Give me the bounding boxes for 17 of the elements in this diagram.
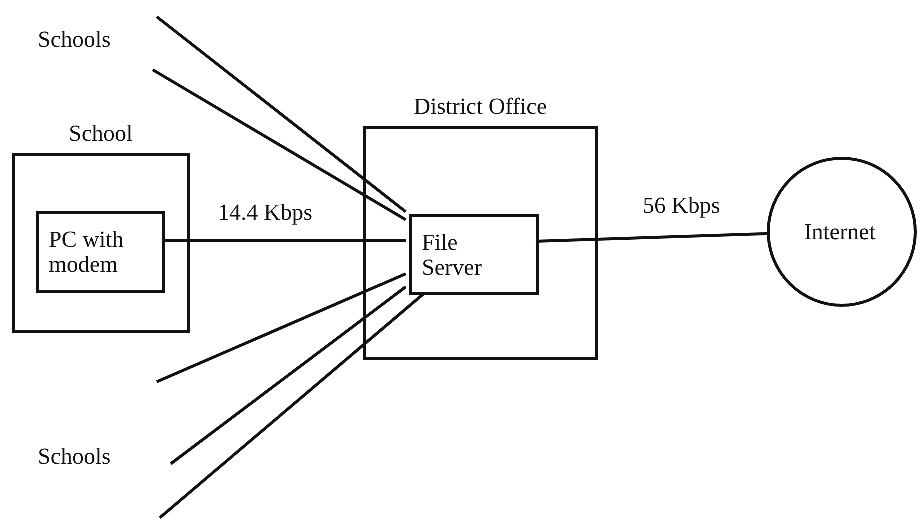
- server-box: [409, 214, 539, 295]
- node-text: Internet: [803, 220, 877, 244]
- connection-line: [156, 272, 407, 384]
- location-label: Schools: [38, 27, 111, 53]
- connection-line: [156, 16, 407, 214]
- edge-label: 56 Kbps: [643, 193, 720, 219]
- computer-box: [36, 211, 165, 293]
- connection-line: [152, 68, 407, 222]
- connection-line: [170, 286, 407, 466]
- location-label: Schools: [38, 444, 111, 470]
- edge-label: 14.4 Kbps: [218, 200, 313, 226]
- node-text: PC with modem: [48, 227, 125, 277]
- node-text: File Server: [421, 230, 484, 280]
- internet-circle: [767, 157, 917, 307]
- box-heading: School: [69, 121, 133, 146]
- connection-line: [162, 240, 406, 242]
- box-heading: District Office: [414, 94, 548, 119]
